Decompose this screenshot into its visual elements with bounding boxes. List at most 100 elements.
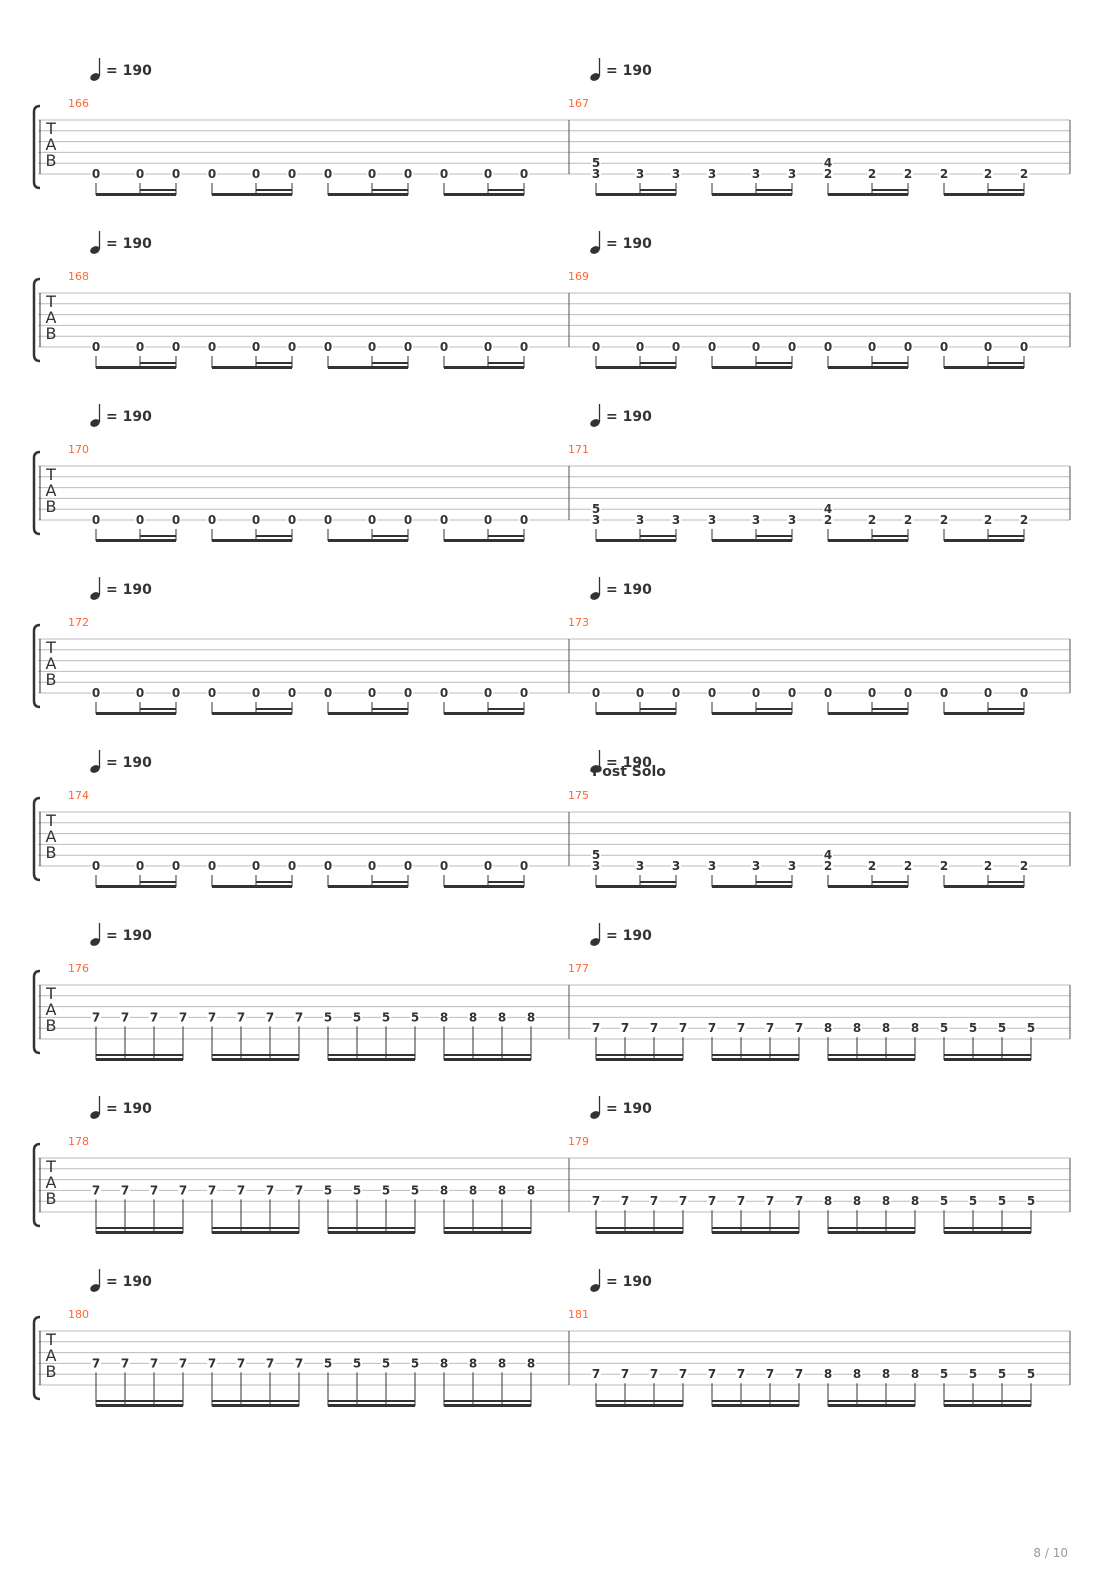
fret-mask xyxy=(171,687,181,698)
fret-mask xyxy=(591,1022,601,1034)
fret-number: 0 xyxy=(368,340,376,354)
fret-mask xyxy=(207,1357,217,1369)
beam xyxy=(944,885,1024,888)
fret-number: 8 xyxy=(911,1194,919,1208)
quarter-note-icon xyxy=(90,938,100,946)
fret-number: 7 xyxy=(237,1183,245,1197)
fret-mask xyxy=(635,168,645,179)
fret-mask xyxy=(707,1195,717,1207)
beam xyxy=(712,193,792,196)
beam-secondary xyxy=(212,1227,299,1229)
fret-mask xyxy=(736,1022,746,1034)
fret-number: 0 xyxy=(136,167,144,181)
fret-number: 7 xyxy=(679,1021,687,1035)
fret-number: 2 xyxy=(868,859,876,873)
beam-secondary xyxy=(944,1227,1031,1229)
fret-mask xyxy=(787,860,797,871)
fret-number: 0 xyxy=(252,859,260,873)
fret-mask xyxy=(323,1184,333,1196)
fret-mask xyxy=(236,1011,246,1023)
fret-number: 7 xyxy=(621,1021,629,1035)
fret-number: 5 xyxy=(1027,1021,1035,1035)
beam-secondary xyxy=(988,881,1024,883)
fret-number: 2 xyxy=(984,859,992,873)
beam xyxy=(444,366,524,369)
fret-mask xyxy=(635,687,645,698)
fret-number: 8 xyxy=(469,1010,477,1024)
tempo-marking: = 190 xyxy=(606,409,652,425)
fret-mask xyxy=(751,341,761,352)
fret-number: 0 xyxy=(672,686,680,700)
fret-number: 3 xyxy=(636,859,644,873)
fret-number: 5 xyxy=(592,156,600,170)
fret-mask xyxy=(751,860,761,871)
fret-number: 0 xyxy=(324,859,332,873)
beam-secondary xyxy=(712,1227,799,1229)
tab-clef-letter: B xyxy=(46,843,57,862)
fret-number: 4 xyxy=(824,502,832,516)
fret-number: 5 xyxy=(969,1367,977,1381)
fret-number: 0 xyxy=(208,859,216,873)
beam-secondary xyxy=(444,1054,531,1056)
fret-mask xyxy=(823,1022,833,1034)
fret-number: 2 xyxy=(868,513,876,527)
fret-number: 7 xyxy=(592,1367,600,1381)
fret-mask xyxy=(171,168,181,179)
beam-secondary xyxy=(328,1054,415,1056)
fret-mask xyxy=(381,1011,391,1023)
tab-clef-letter: A xyxy=(46,1173,57,1192)
beam-secondary xyxy=(872,881,908,883)
beam-secondary xyxy=(872,535,908,537)
fret-mask xyxy=(439,514,449,525)
beam xyxy=(444,1404,531,1407)
tempo-marking: = 190 xyxy=(606,928,652,944)
fret-number: 0 xyxy=(208,513,216,527)
fret-number: 5 xyxy=(969,1021,977,1035)
fret-number: 8 xyxy=(853,1021,861,1035)
fret-mask xyxy=(352,1011,362,1023)
fret-number: 0 xyxy=(252,513,260,527)
beam xyxy=(828,366,908,369)
beam xyxy=(212,193,292,196)
fret-number: 4 xyxy=(824,156,832,170)
fret-mask xyxy=(265,1357,275,1369)
beam xyxy=(212,539,292,542)
fret-mask xyxy=(707,860,717,871)
beam-secondary xyxy=(372,881,408,883)
fret-number: 7 xyxy=(92,1010,100,1024)
fret-mask xyxy=(135,341,145,352)
beam-secondary xyxy=(944,1054,1031,1056)
fret-mask xyxy=(707,514,717,525)
system-bracket xyxy=(32,969,41,1055)
fret-number: 0 xyxy=(592,340,600,354)
fret-mask xyxy=(91,860,101,871)
fret-mask xyxy=(171,514,181,525)
beam xyxy=(444,712,524,715)
fret-number: 0 xyxy=(368,859,376,873)
fret-mask xyxy=(751,514,761,525)
fret-mask xyxy=(207,341,217,352)
fret-number: 7 xyxy=(621,1194,629,1208)
fret-mask xyxy=(787,168,797,179)
fret-number: 0 xyxy=(172,686,180,700)
tempo-marking: = 190 xyxy=(106,582,152,598)
tab-clef-letter: A xyxy=(46,654,57,673)
fret-number: 0 xyxy=(252,686,260,700)
fret-number: 0 xyxy=(208,686,216,700)
fret-mask xyxy=(367,514,377,525)
beam xyxy=(712,539,792,542)
beam xyxy=(828,193,908,196)
beam xyxy=(328,712,408,715)
beam-secondary xyxy=(756,362,792,364)
tab-clef-letter: B xyxy=(46,324,57,343)
fret-number: 0 xyxy=(636,686,644,700)
fret-mask xyxy=(367,168,377,179)
fret-number: 5 xyxy=(411,1010,419,1024)
beam-secondary xyxy=(756,708,792,710)
beam-secondary xyxy=(488,189,524,191)
beam xyxy=(328,885,408,888)
